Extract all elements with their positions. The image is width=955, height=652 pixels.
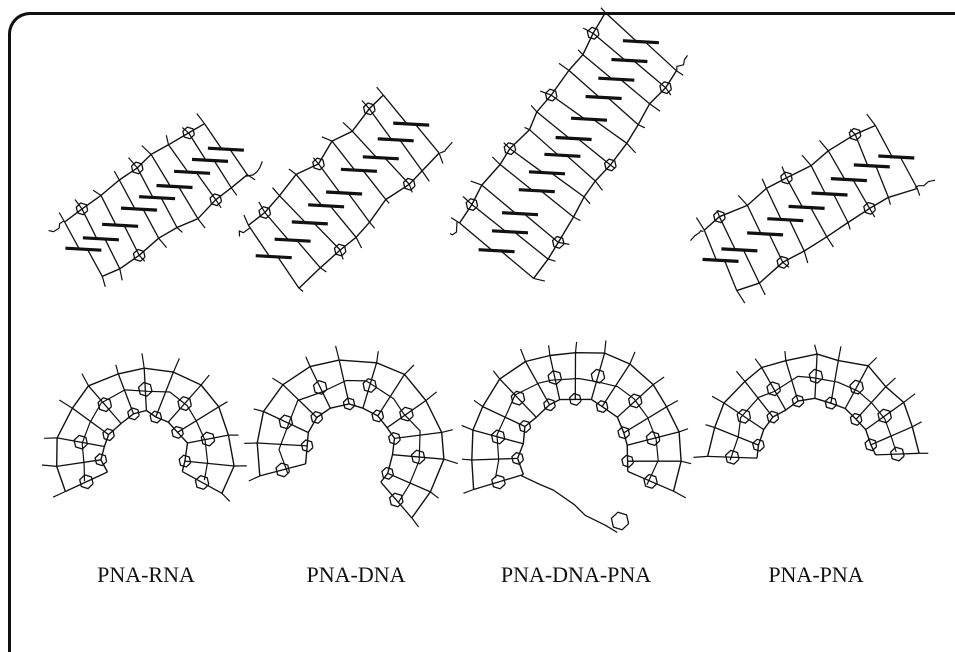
pna-pna-side-view — [689, 113, 936, 304]
figure-frame — [8, 12, 955, 652]
label-pna-dna-pna: PNA-DNA-PNA — [500, 562, 652, 587]
label-pna-rna: PNA-RNA — [97, 562, 195, 587]
label-pna-pna: PNA-PNA — [768, 562, 864, 587]
pna-pna-top-view — [693, 344, 929, 465]
label-pna-dna: PNA-DNA — [306, 562, 406, 587]
pna-dna-pna-side-view — [449, 7, 688, 282]
pna-rna-side-view — [48, 113, 263, 287]
pna-dna-pna-top-view — [461, 340, 692, 534]
pna-dna-side-view — [238, 86, 453, 292]
pna-dna-top-view — [244, 345, 458, 528]
pna-rna-top-view — [41, 353, 247, 502]
